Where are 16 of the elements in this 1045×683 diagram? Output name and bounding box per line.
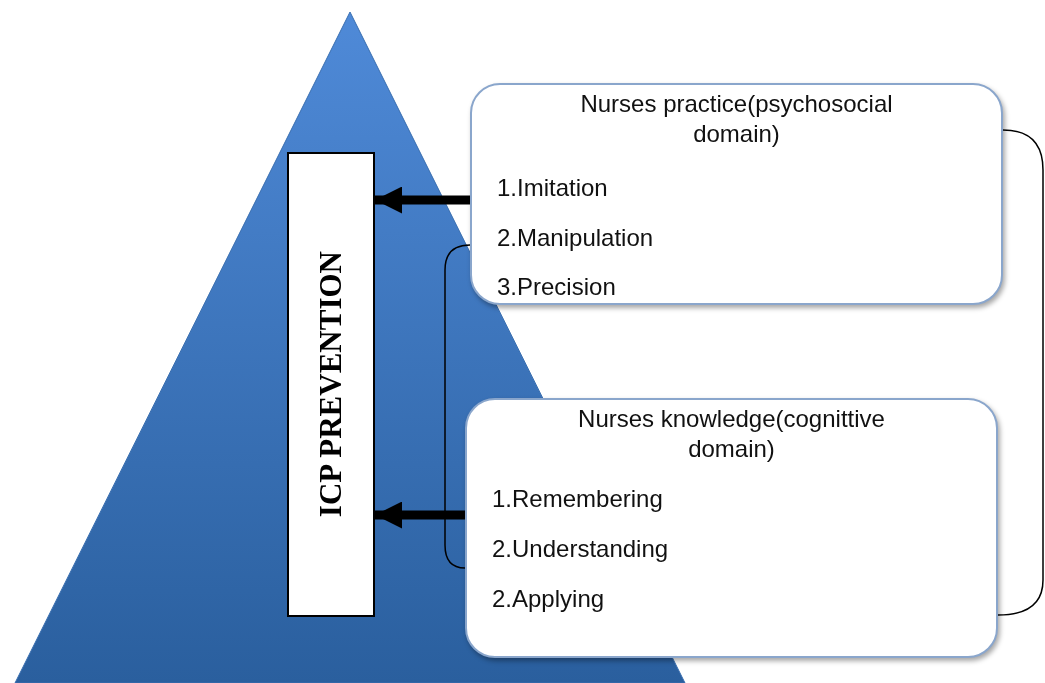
list-item: 1.Remembering	[492, 484, 663, 514]
bracket-line	[444, 244, 471, 569]
list-item: 2.Understanding	[492, 534, 669, 564]
rounded-box	[465, 398, 998, 658]
bracket-line	[997, 129, 1044, 616]
title-box	[287, 152, 375, 617]
box-label: ICP PREVENTION	[313, 251, 349, 518]
list-item: 1.Imitation	[497, 173, 608, 203]
box-heading: Nurses practice(psychosocial domain)	[579, 89, 894, 149]
list-item: 2.Manipulation	[497, 223, 654, 253]
arrow	[375, 186, 470, 214]
arrow	[375, 501, 465, 529]
list-item: 3.Precision	[497, 272, 616, 302]
rounded-box	[470, 83, 1003, 305]
box-heading: Nurses knowledge(cognittive domain)	[577, 404, 886, 464]
list-item: 2.Applying	[492, 584, 605, 614]
